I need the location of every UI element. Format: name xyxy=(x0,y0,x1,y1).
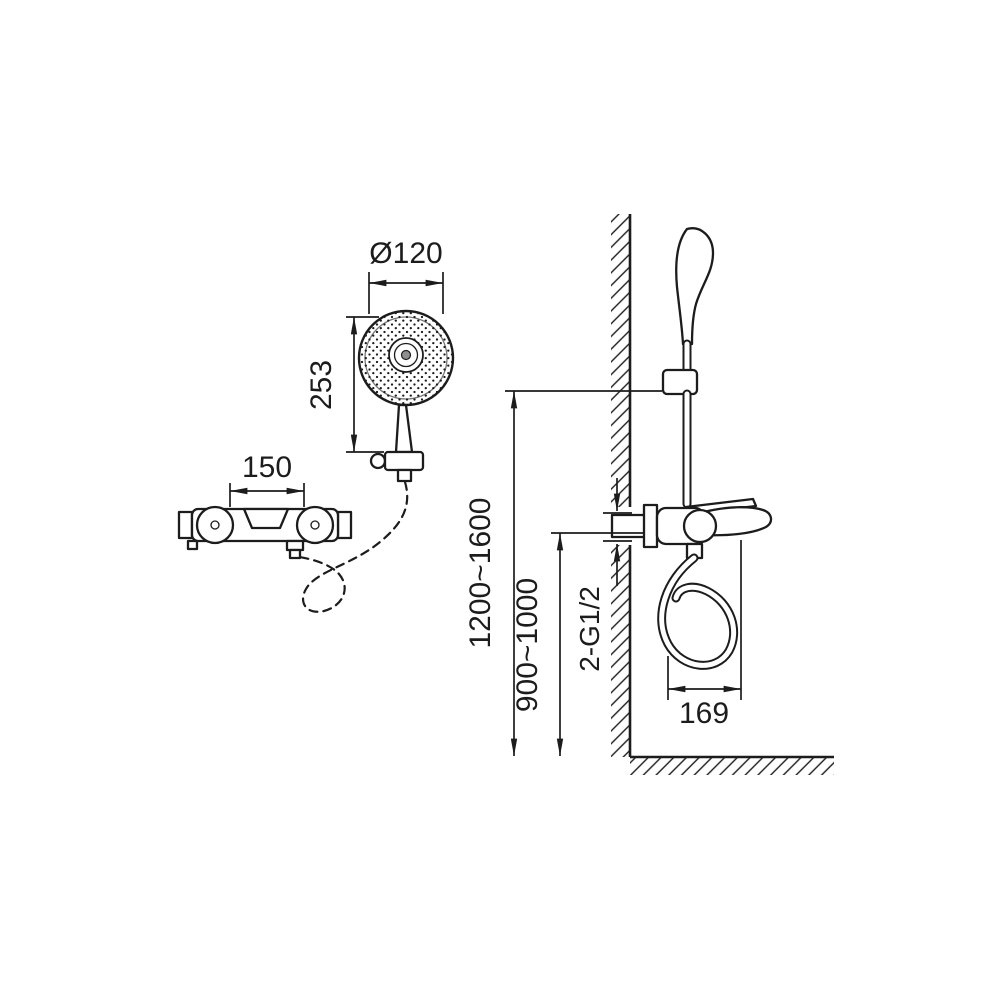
dim-holder-height: 1200~1600 xyxy=(464,390,662,756)
dim-valve-spacing: 150 xyxy=(229,451,305,507)
head-length-label: 253 xyxy=(305,360,338,410)
spout-reach-label: 169 xyxy=(679,697,729,730)
connection-size-label: 2-G1/2 xyxy=(574,586,605,672)
hand-shower-handle xyxy=(394,403,414,454)
dim-head-diameter: Ø120 xyxy=(368,237,444,314)
mixer-hose-outlet xyxy=(285,539,305,552)
valve-spacing-label: 150 xyxy=(242,451,292,484)
floor-hatching xyxy=(630,758,834,775)
holder-height-label: 1200~1600 xyxy=(464,498,497,649)
front-view: Ø120 253 150 xyxy=(177,237,455,613)
shower-head-rim xyxy=(364,316,448,400)
mixer-side xyxy=(610,497,773,560)
mixer-handle-right-cap xyxy=(310,520,320,530)
mixer-handle-right xyxy=(295,505,335,545)
mixer-escutcheon-left xyxy=(177,510,194,540)
hand-shower-paddle xyxy=(675,227,715,346)
mixer-escutcheon-right xyxy=(336,510,353,540)
hose-front xyxy=(297,480,409,613)
mixer-handle-left-cap xyxy=(210,520,220,530)
hose-connector xyxy=(396,468,413,483)
wall-section xyxy=(611,214,632,757)
floor-section xyxy=(630,755,834,775)
dim-connection: 2-G1/2 xyxy=(574,478,632,672)
mixer-plug xyxy=(186,539,199,551)
mixer-front xyxy=(177,505,353,560)
head-diameter-label: Ø120 xyxy=(369,237,442,270)
holder-knob xyxy=(369,452,387,470)
shower-holder-side xyxy=(661,368,699,396)
shower-head-hub-cap xyxy=(400,349,412,361)
side-view: 1200~1600 900~1000 2-G1/2 169 xyxy=(464,214,834,775)
mixer-spout-side xyxy=(702,506,773,537)
wall-hatching xyxy=(611,214,630,757)
mixer-handle-left xyxy=(195,505,235,545)
valve-height-label: 900~1000 xyxy=(511,578,544,712)
hose-loop-fill xyxy=(659,555,737,668)
shower-holder-front xyxy=(383,450,425,472)
dim-head-length: 253 xyxy=(305,316,384,453)
mixer-escutcheon-side xyxy=(642,503,659,549)
dim-spout-reach: 169 xyxy=(667,540,742,730)
hand-shower-side xyxy=(661,227,715,509)
shower-hose-side xyxy=(657,553,739,670)
hand-shower-front xyxy=(357,309,455,483)
mixer-knob-side xyxy=(682,508,718,544)
shower-head-hub-inner xyxy=(393,342,419,368)
mixer-hose-nut xyxy=(288,548,302,560)
dim-valve-height: 900~1000 xyxy=(511,532,644,756)
mixer-spout-front xyxy=(242,507,290,530)
